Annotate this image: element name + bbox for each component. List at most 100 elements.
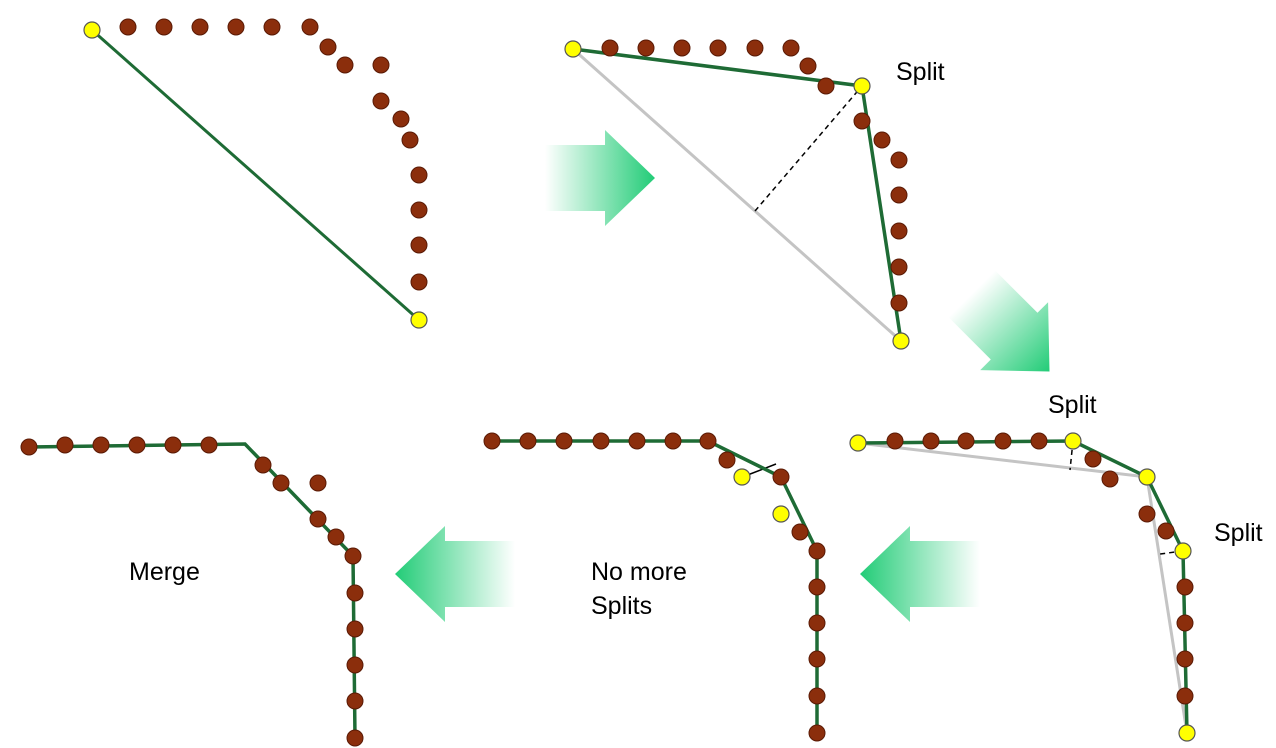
point bbox=[957, 432, 975, 450]
point bbox=[319, 38, 337, 56]
point bbox=[272, 474, 290, 492]
point-set bbox=[119, 18, 428, 291]
point bbox=[664, 432, 682, 450]
point bbox=[592, 432, 610, 450]
endpoint bbox=[1178, 724, 1196, 742]
point bbox=[372, 56, 390, 74]
point bbox=[164, 436, 182, 454]
panel-no-more-splits: No more Splits bbox=[483, 432, 826, 742]
final-segments bbox=[492, 439, 819, 733]
point bbox=[637, 39, 655, 57]
point bbox=[344, 547, 362, 565]
endpoint bbox=[892, 332, 910, 350]
point bbox=[155, 18, 173, 36]
no-more-splits-label-line2: Splits bbox=[591, 592, 652, 620]
panel-further-splits: Split Split bbox=[849, 391, 1263, 742]
point bbox=[890, 151, 908, 169]
point bbox=[301, 18, 319, 36]
endpoint bbox=[410, 311, 428, 329]
point-set bbox=[601, 39, 908, 312]
point-set bbox=[20, 436, 364, 747]
point bbox=[1030, 432, 1048, 450]
point bbox=[886, 432, 904, 450]
point bbox=[791, 523, 809, 541]
point bbox=[263, 18, 281, 36]
merge-label: Merge bbox=[129, 558, 200, 586]
arrow-left bbox=[860, 526, 980, 622]
point bbox=[994, 432, 1012, 450]
split-point bbox=[1064, 432, 1082, 450]
point bbox=[309, 510, 327, 528]
split-distance bbox=[744, 463, 777, 477]
point bbox=[1084, 450, 1102, 468]
point bbox=[1176, 614, 1194, 632]
split-point bbox=[1174, 542, 1192, 560]
point bbox=[555, 432, 573, 450]
point bbox=[227, 18, 245, 36]
point bbox=[1176, 650, 1194, 668]
split-point bbox=[853, 77, 871, 95]
panel-initial bbox=[83, 18, 428, 329]
initial-segment bbox=[91, 28, 420, 322]
arrow-left bbox=[395, 526, 515, 622]
discarded-segment bbox=[857, 441, 1148, 479]
point bbox=[200, 436, 218, 454]
point bbox=[1101, 470, 1119, 488]
point bbox=[808, 650, 826, 668]
point bbox=[346, 620, 364, 638]
merged-segments bbox=[28, 442, 357, 739]
tested-point bbox=[733, 468, 751, 486]
point bbox=[410, 201, 428, 219]
endpoint bbox=[564, 40, 582, 58]
point bbox=[519, 432, 537, 450]
point bbox=[808, 687, 826, 705]
point bbox=[890, 258, 908, 276]
point bbox=[128, 436, 146, 454]
split-point bbox=[1138, 468, 1156, 486]
point bbox=[922, 432, 940, 450]
tested-point bbox=[772, 505, 790, 523]
point bbox=[772, 468, 790, 486]
point bbox=[808, 578, 826, 596]
point bbox=[92, 436, 110, 454]
point bbox=[890, 186, 908, 204]
point-set bbox=[886, 432, 1194, 705]
endpoint bbox=[83, 21, 101, 39]
point bbox=[346, 656, 364, 674]
point bbox=[699, 432, 717, 450]
point bbox=[1138, 505, 1156, 523]
point bbox=[1176, 578, 1194, 596]
endpoint bbox=[849, 434, 867, 452]
point bbox=[873, 131, 891, 149]
point bbox=[309, 474, 327, 492]
point bbox=[56, 436, 74, 454]
point bbox=[401, 131, 419, 149]
point bbox=[1176, 687, 1194, 705]
no-more-splits-label-line1: No more bbox=[591, 558, 687, 586]
point bbox=[410, 166, 428, 184]
discarded-segment bbox=[572, 47, 902, 343]
point bbox=[799, 57, 817, 75]
point bbox=[853, 112, 871, 130]
point bbox=[346, 729, 364, 747]
point bbox=[817, 77, 835, 95]
point bbox=[808, 614, 826, 632]
point bbox=[336, 56, 354, 74]
split-label: Split bbox=[1048, 391, 1097, 419]
point bbox=[746, 39, 764, 57]
point bbox=[628, 432, 646, 450]
point bbox=[119, 18, 137, 36]
point bbox=[890, 294, 908, 312]
split-distance bbox=[754, 85, 863, 212]
point bbox=[372, 92, 390, 110]
point bbox=[673, 39, 691, 57]
point bbox=[191, 18, 209, 36]
point-set bbox=[483, 432, 826, 742]
point bbox=[1157, 522, 1175, 540]
point bbox=[392, 110, 410, 128]
point bbox=[346, 584, 364, 602]
panel-first-split: Split bbox=[564, 39, 945, 350]
arrow-right bbox=[545, 130, 655, 226]
point bbox=[808, 724, 826, 742]
